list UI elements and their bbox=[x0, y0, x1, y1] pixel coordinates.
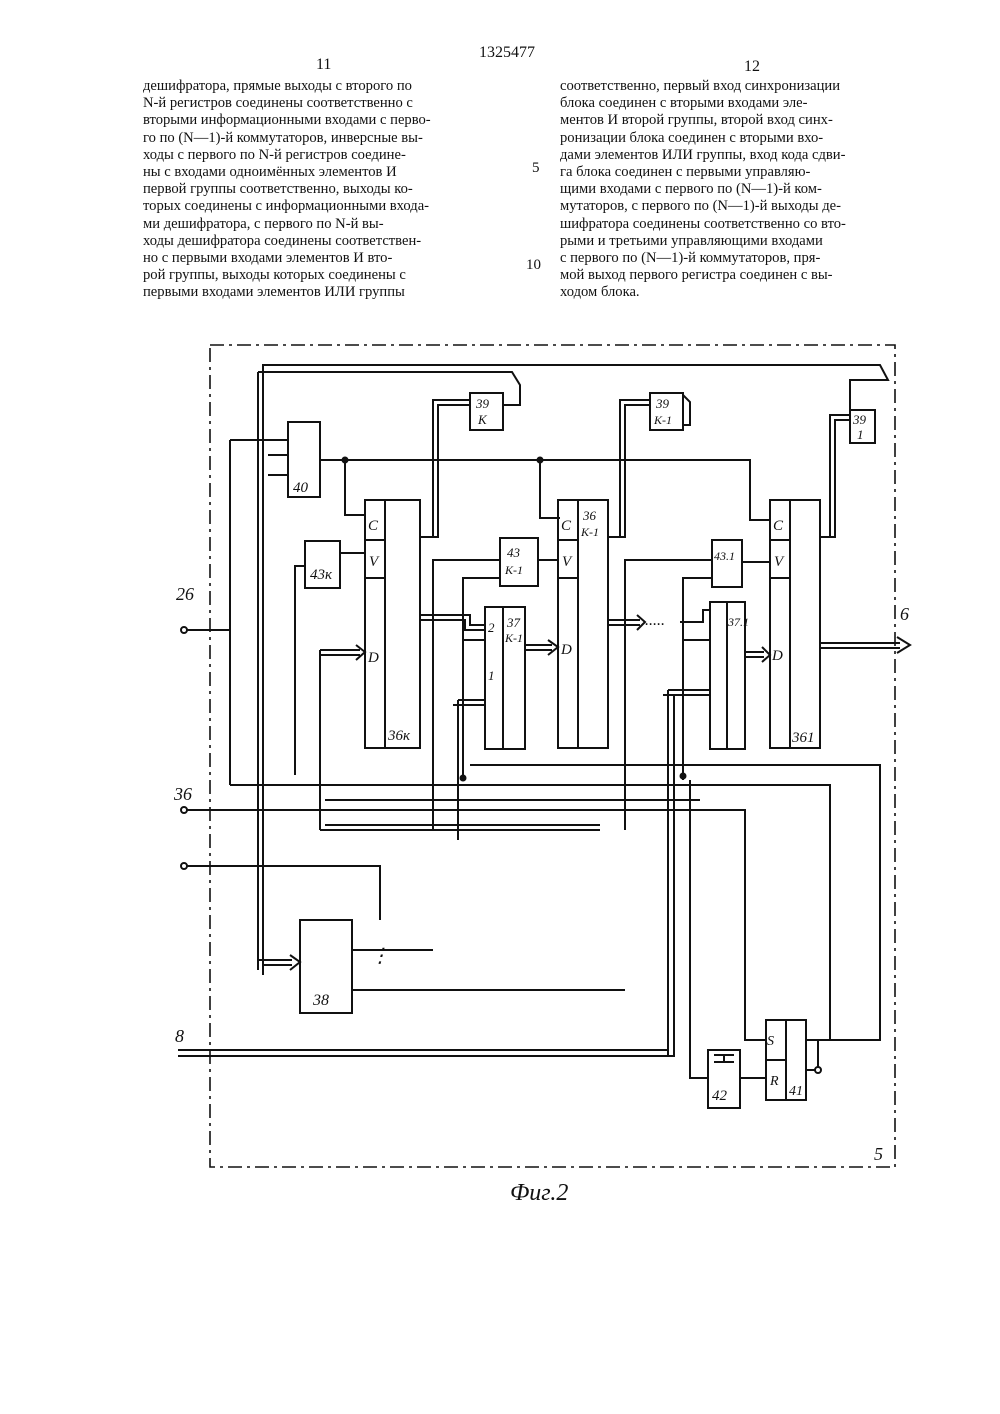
dots-38: ⋮ bbox=[370, 945, 390, 967]
label-39k-a: 39 bbox=[475, 396, 490, 411]
label-43k: 43к bbox=[310, 567, 333, 583]
label-terminal-26: 26 bbox=[176, 584, 194, 604]
label-output-6: 6 bbox=[900, 604, 909, 624]
pin-v-36k1: V bbox=[562, 554, 573, 570]
label-39k1-a: 39 bbox=[655, 396, 670, 411]
ellipsis-dots: ..... bbox=[645, 612, 665, 629]
label-41: 41 bbox=[789, 1084, 803, 1099]
pin-r-41: R bbox=[769, 1074, 779, 1089]
register-36-1 bbox=[770, 500, 820, 748]
label-361: 361 bbox=[791, 730, 815, 746]
label-38: 38 bbox=[312, 992, 329, 1009]
pin-d-361: D bbox=[771, 648, 783, 664]
block-frame bbox=[210, 345, 895, 1167]
register-36-k bbox=[365, 500, 420, 748]
label-39k1-b: К-1 bbox=[653, 413, 672, 427]
label-43k1-b: К-1 bbox=[504, 563, 523, 577]
label-36k: 36к bbox=[387, 728, 411, 744]
label-42: 42 bbox=[712, 1088, 728, 1104]
label-terminal-36: 36 bbox=[173, 784, 192, 804]
label-40: 40 bbox=[293, 480, 309, 496]
label-36k1-a: 36 bbox=[582, 508, 597, 523]
label-431: 43.1 bbox=[714, 549, 735, 563]
pin-d-36k1: D bbox=[560, 642, 572, 658]
label-371: 37.1 bbox=[727, 615, 749, 629]
pin-c-361: C bbox=[773, 518, 784, 534]
label-37k1-b: К-1 bbox=[504, 631, 523, 645]
pin-c-36k: C bbox=[368, 518, 379, 534]
block-43-1 bbox=[712, 540, 742, 587]
terminal-unlabeled bbox=[181, 863, 187, 869]
pin-d-36k: D bbox=[367, 650, 379, 666]
pin-s-41: S bbox=[767, 1034, 774, 1049]
label-39k-b: К bbox=[477, 412, 488, 427]
pin-in1-37k1: 1 bbox=[488, 668, 495, 683]
label-37k1-a: 37 bbox=[506, 615, 521, 630]
label-frame-5: 5 bbox=[874, 1144, 883, 1164]
terminal-26 bbox=[181, 627, 187, 633]
terminal-36 bbox=[181, 807, 187, 813]
figure-caption: Фиг.2 bbox=[510, 1180, 568, 1206]
label-terminal-8: 8 bbox=[175, 1026, 184, 1046]
label-36k1-b: К-1 bbox=[580, 525, 599, 539]
pin-c-36k1: C bbox=[561, 518, 572, 534]
pin-v-36k: V bbox=[369, 554, 380, 570]
pin-in2-37k1: 2 bbox=[488, 620, 495, 635]
label-391-a: 39 bbox=[852, 412, 867, 427]
label-391-b: 1 bbox=[857, 427, 864, 442]
pin-v-361: V bbox=[774, 554, 785, 570]
label-43k1-a: 43 bbox=[507, 545, 521, 560]
